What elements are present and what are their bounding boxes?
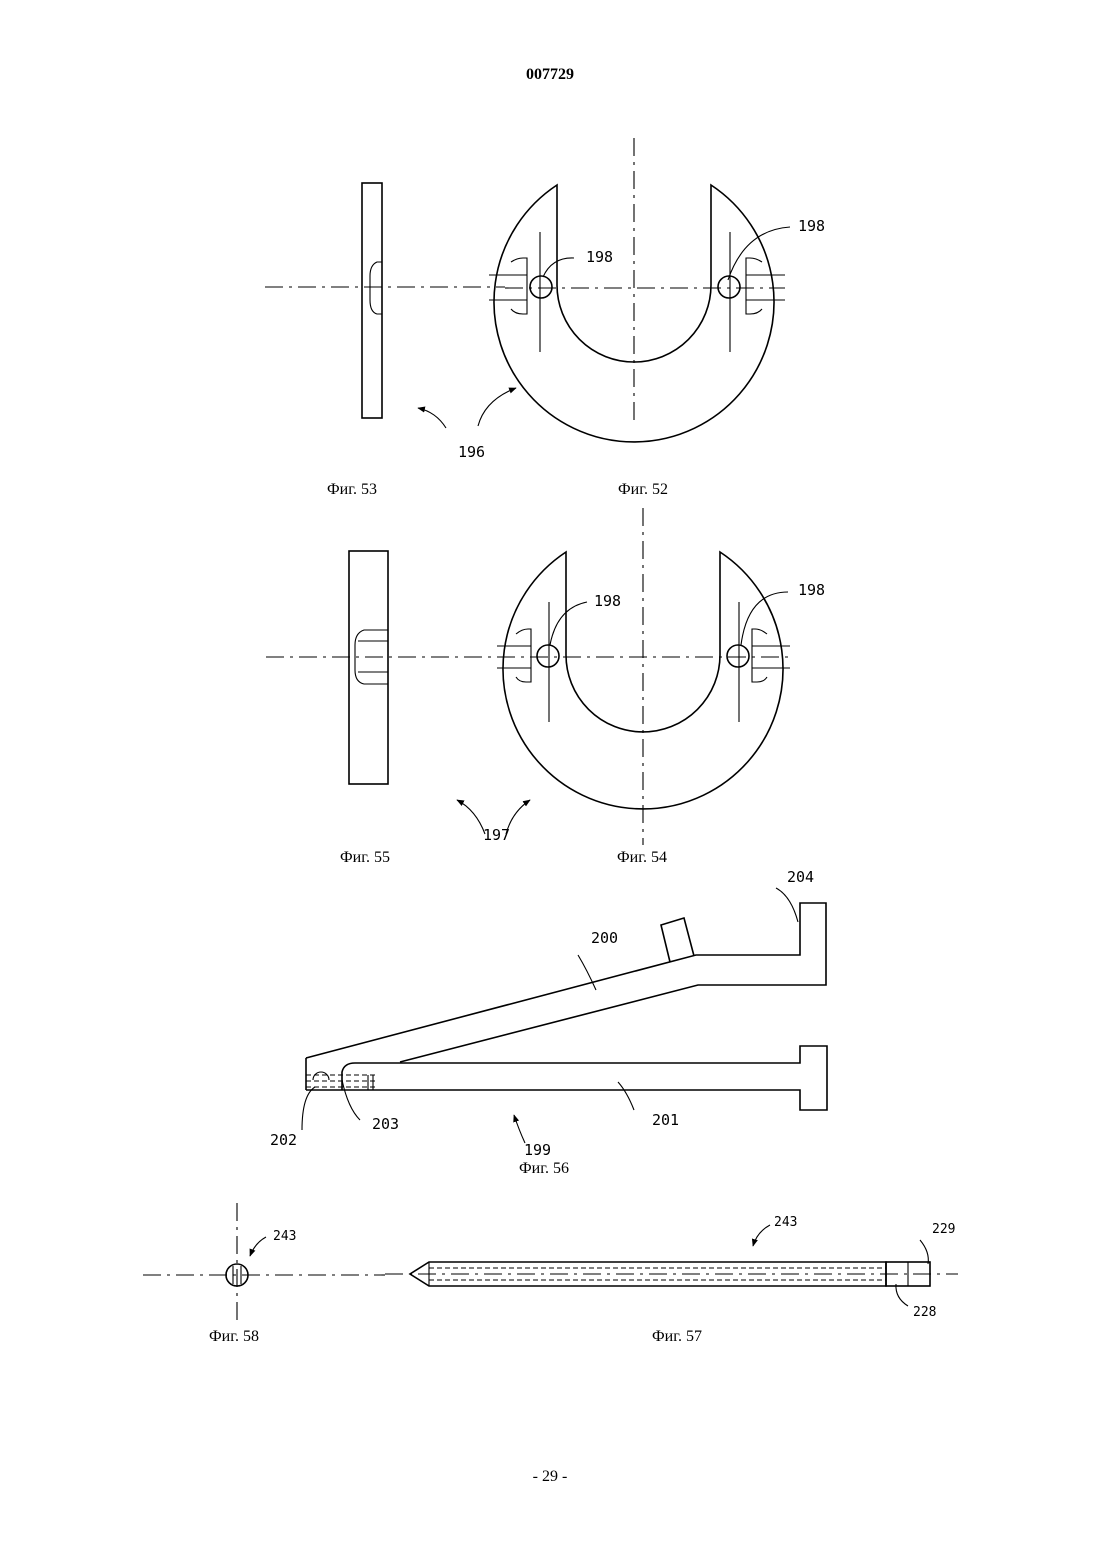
ref-198-fig54-left: 198 [594,592,621,610]
ref-197: 197 [483,826,510,844]
fig57-drawing [385,1262,958,1286]
ref-198-fig54-right: 198 [798,581,825,599]
fig53-drawing [265,183,505,418]
ref-198-fig52-right: 198 [798,217,825,235]
page-number: - 29 - [0,1468,1100,1486]
ref-204: 204 [787,868,814,886]
ref-202: 202 [270,1131,297,1149]
caption-fig54: Фиг. 54 [617,849,667,867]
ref-203: 203 [372,1115,399,1133]
fig56-drawing [306,903,827,1110]
fig52-drawing [489,138,785,442]
ref-199: 199 [524,1141,551,1159]
ref-200: 200 [591,929,618,947]
ref-198-fig52-left: 198 [586,248,613,266]
caption-fig52: Фиг. 52 [618,481,668,499]
fig58-drawing [143,1203,385,1325]
ref-243-fig58: 243 [273,1229,296,1244]
caption-fig56: Фиг. 56 [519,1160,569,1178]
caption-fig57: Фиг. 57 [652,1328,702,1346]
caption-fig58: Фиг. 58 [209,1328,259,1346]
caption-fig55: Фиг. 55 [340,849,390,867]
ref-228: 228 [913,1305,936,1320]
ref-196: 196 [458,443,485,461]
fig55-drawing [266,551,500,784]
fig54-drawing [497,508,790,845]
ref-229: 229 [932,1222,955,1237]
ref-243-fig57: 243 [774,1215,797,1230]
ref-201: 201 [652,1111,679,1129]
caption-fig53: Фиг. 53 [327,481,377,499]
